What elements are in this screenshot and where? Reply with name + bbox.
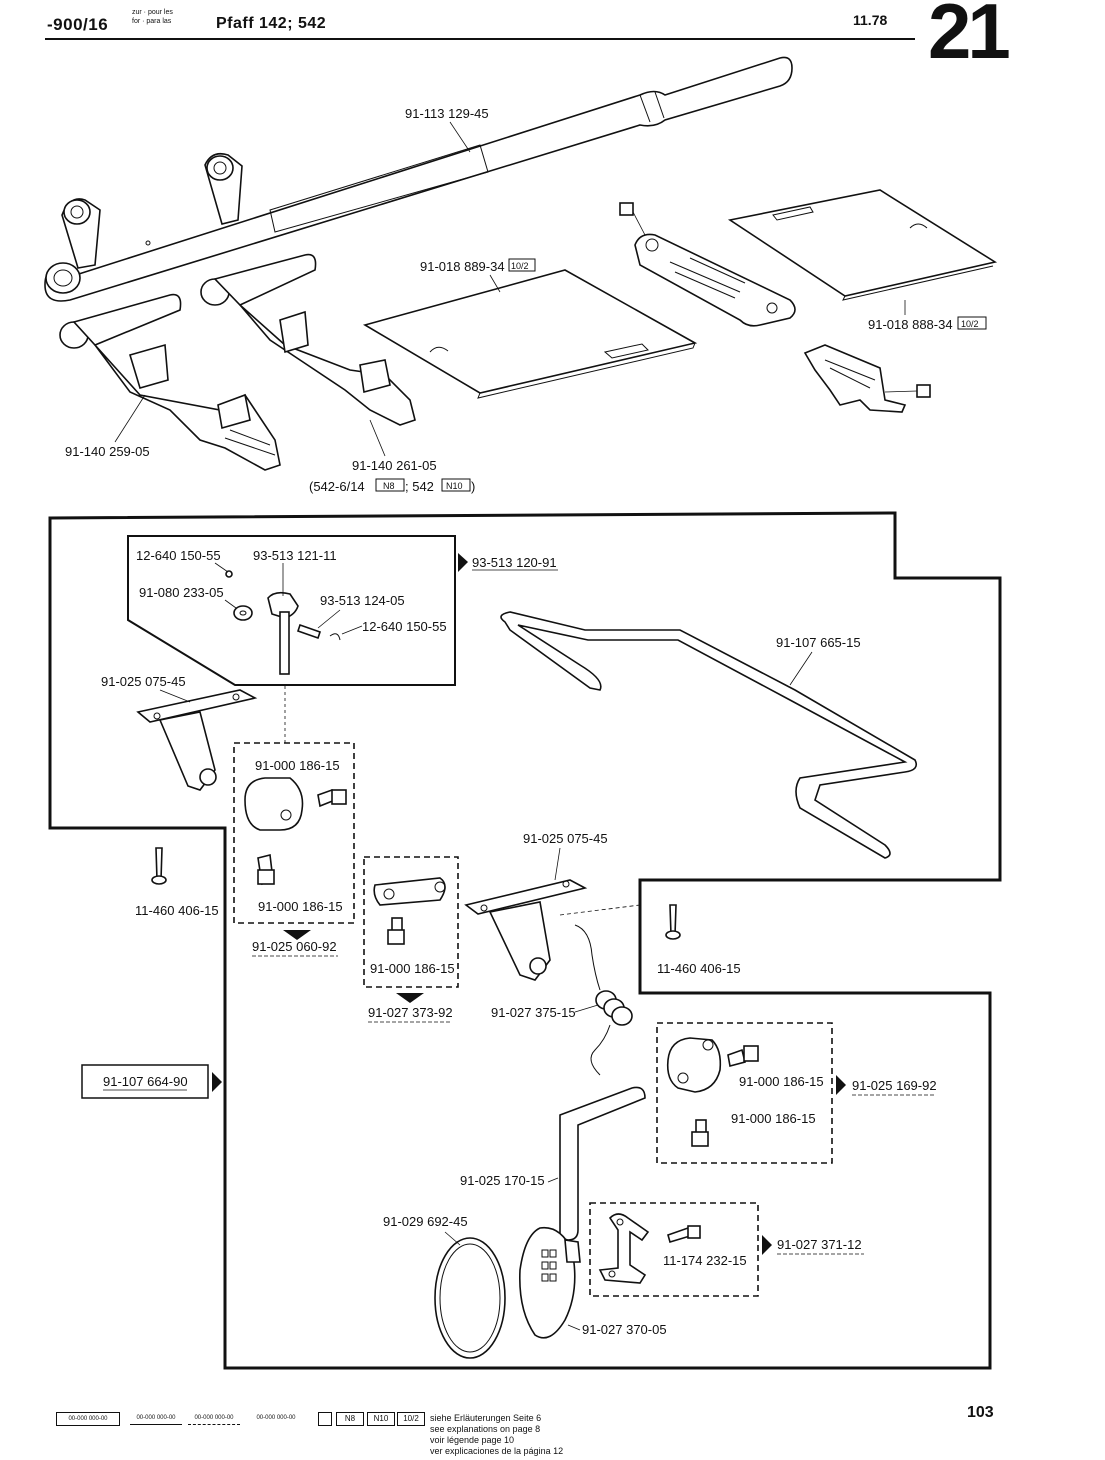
label-e1: 91-000 186-15 <box>739 1074 824 1089</box>
label-e2: 91-025 169-92 <box>852 1078 937 1093</box>
bracket-left <box>136 689 258 791</box>
legend-text: siehe Erläuterungen Seite 6 see explanat… <box>430 1413 563 1457</box>
spring <box>574 924 633 1076</box>
pin-assembly <box>225 570 341 675</box>
catalog-code: -900/16 <box>47 15 109 34</box>
legend-line-en: see explanations on page 8 <box>430 1424 541 1434</box>
for-label-line-2: for · para las <box>132 18 172 25</box>
label-a1: 12-640 150-55 <box>136 548 221 563</box>
edition-date: 11.78 <box>853 12 888 28</box>
slide-plate-left <box>362 269 698 399</box>
knee-plate <box>518 1226 581 1339</box>
legend-line-de: siehe Erläuterungen Seite 6 <box>430 1413 542 1423</box>
for-label-line-1: zur · pour les <box>132 9 173 16</box>
label-c4: 91-027 375-15 <box>491 1005 576 1020</box>
label-f5: 91-027 370-05 <box>582 1322 667 1337</box>
group-box-e <box>656 1022 833 1164</box>
legend-line-es: ver explicaciones de la página 12 <box>430 1446 564 1456</box>
legend-102-badge: 10/2 <box>397 1412 425 1426</box>
screw-right <box>665 904 681 940</box>
group-box-c <box>363 856 459 988</box>
section-number: 21 <box>928 0 1011 75</box>
group-box-b <box>233 742 355 924</box>
legend-box-dashed: 00-000 000-00 <box>188 1412 240 1425</box>
label-p5-badge-n8: N8 <box>383 481 395 491</box>
legend-empty-box <box>318 1412 332 1426</box>
feed-bar-left <box>59 293 281 471</box>
label-b3: 91-000 186-15 <box>255 758 340 773</box>
label-p2: 91-018 889-34 <box>420 259 505 274</box>
header-rule <box>45 38 915 40</box>
feed-bar-right <box>200 253 416 426</box>
for-label: zur · pour les for · para las <box>132 8 202 26</box>
label-f2: 91-029 692-45 <box>383 1214 468 1229</box>
machine-model: Pfaff 142; 542 <box>216 15 327 32</box>
label-e3: 91-000 186-15 <box>731 1111 816 1126</box>
clamp-e <box>666 1037 759 1147</box>
bracket-center <box>464 879 588 981</box>
legend-n10-badge: N10 <box>367 1412 395 1426</box>
label-c5: 11-460 406-15 <box>657 961 741 976</box>
assembly-ref-box <box>81 1064 209 1099</box>
label-p4: 91-140 259-05 <box>65 444 150 459</box>
label-c3: 91-027 373-92 <box>368 1005 453 1020</box>
label-a3: 91-080 233-05 <box>139 585 224 600</box>
clamp-b <box>244 777 347 886</box>
label-p3-badge: 10/2 <box>961 319 979 329</box>
subassembly-box <box>127 535 456 686</box>
label-f4: 91-027 371-12 <box>777 1237 862 1252</box>
label-c1: 91-025 075-45 <box>523 831 608 846</box>
label-p2-badge: 10/2 <box>511 261 529 271</box>
screw-left <box>151 847 167 885</box>
legend-line-fr: voir légende page 10 <box>430 1435 515 1445</box>
lift-bar <box>500 611 918 859</box>
label-p5: 91-140 261-05 <box>352 458 437 473</box>
legend-box-plain: 00-000 000-00 <box>256 1415 296 1421</box>
label-f1: 91-025 170-15 <box>460 1173 545 1188</box>
legend-box-solid: 00-000 000-00 <box>56 1412 120 1426</box>
page-number: 103 <box>967 1404 994 1421</box>
label-p1: 91-113 129-45 <box>405 106 489 121</box>
label-a6: 93-513 120-91 <box>472 555 557 570</box>
knee-pad <box>434 1237 506 1359</box>
assembly-frame <box>48 511 1002 1370</box>
label-c2: 91-000 186-15 <box>370 961 455 976</box>
label-d1: 91-107 664-90 <box>103 1074 188 1089</box>
label-a4: 93-513 124-05 <box>320 593 405 608</box>
label-b4: 91-000 186-15 <box>258 899 343 914</box>
label-a2: 93-513 121-11 <box>253 548 337 563</box>
hinge-bracket <box>598 1213 701 1284</box>
label-b2: 91-025 075-45 <box>101 674 186 689</box>
label-a5: 12-640 150-55 <box>362 619 447 634</box>
knee-lifter-rod <box>559 1086 646 1241</box>
shaft-drawing <box>44 56 793 302</box>
legend-box-underlined: 00-000 000-00 <box>130 1412 182 1425</box>
label-f3: 11-174 232-15 <box>663 1253 747 1268</box>
label-p5-badge-n10: N10 <box>446 481 463 491</box>
label-p5-note-b: ; 542 <box>405 479 434 494</box>
label-p3: 91-018 888-34 <box>868 317 953 332</box>
legend-n8-badge: N8 <box>336 1412 364 1426</box>
feed-dog <box>803 344 931 413</box>
label-p5-note-c: ) <box>471 479 475 494</box>
label-p5-note-a: (542-6/14 <box>309 479 365 494</box>
clamp-c <box>373 877 446 945</box>
label-b1: 91-107 665-15 <box>776 635 861 650</box>
group-box-f <box>589 1202 759 1297</box>
label-b6: 11-460 406-15 <box>135 903 219 918</box>
label-b5: 91-025 060-92 <box>252 939 337 954</box>
slide-plate-right <box>727 189 998 301</box>
needle-plate <box>619 202 796 327</box>
